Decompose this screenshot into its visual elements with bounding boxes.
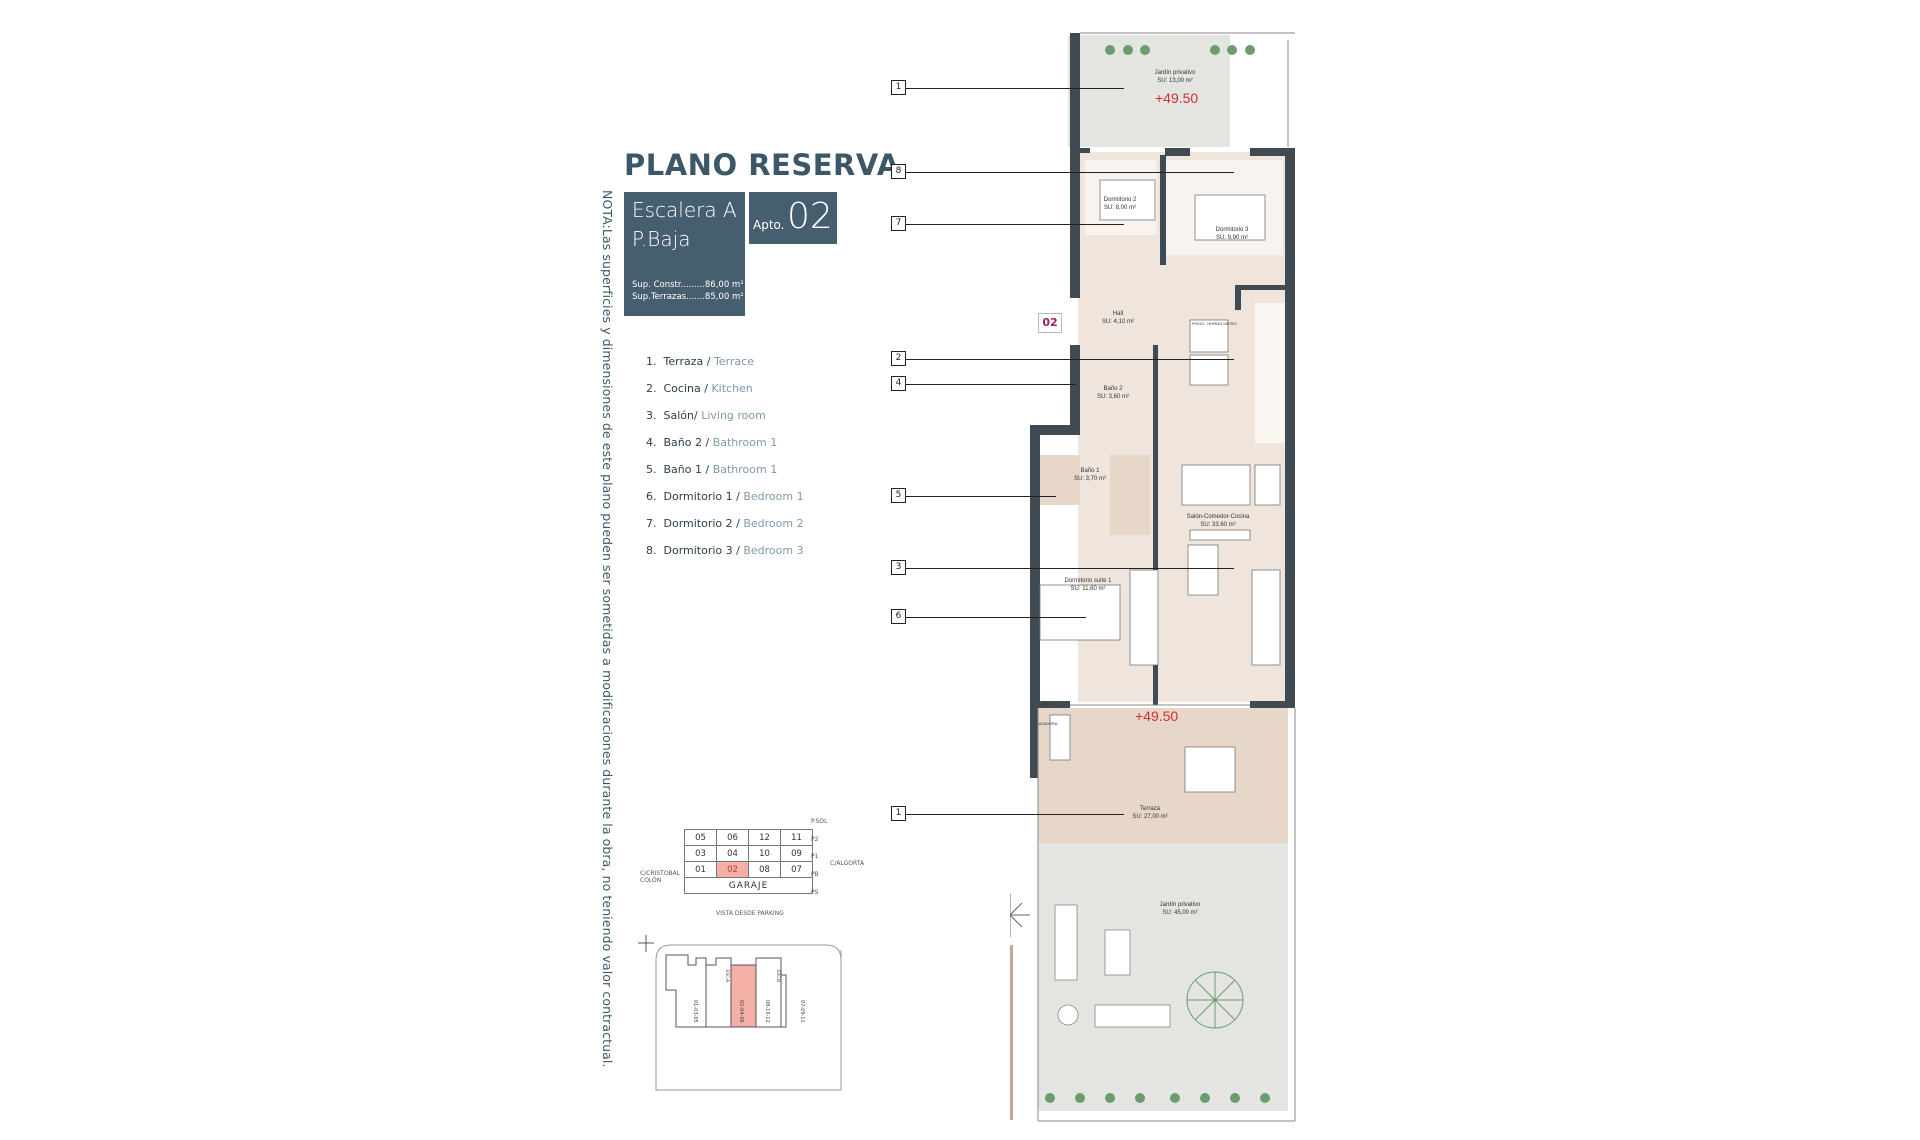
- svg-text:SU: 11,60 m²: SU: 11,60 m²: [1071, 586, 1106, 592]
- apartment-tag: 02: [1038, 313, 1062, 333]
- level-top: +49.50: [1155, 90, 1198, 106]
- garden-bottom: [1038, 843, 1288, 1111]
- svg-text:SU: 8,00 m²: SU: 8,00 m²: [1104, 205, 1136, 211]
- svg-text:SU: 13,00 m²: SU: 13,00 m²: [1157, 78, 1192, 84]
- svg-text:FRIGO: FRIGO: [1192, 321, 1205, 326]
- svg-text:ESC-A: ESC-A: [725, 970, 730, 982]
- callout-5: 5: [891, 488, 906, 503]
- legend-item: 4. Baño 2 / Bathroom 1: [646, 436, 778, 449]
- svg-text:08-10-12: 08-10-12: [764, 1000, 770, 1023]
- fixture-labels: FRIGO HORNO MICRO ACS LAVADORA: [1036, 321, 1236, 726]
- svg-text:Baño 1: Baño 1: [1080, 468, 1100, 474]
- furniture: [1039, 179, 1281, 666]
- callout-6: 6: [891, 609, 906, 624]
- site-plan-key: 01-03-05 02-04-06 08-10-12 07-09-11 ESC-…: [638, 935, 842, 1091]
- legend-item: 7. Dormitorio 2 / Bedroom 2: [646, 517, 804, 530]
- highlighted-unit: 02: [716, 861, 749, 878]
- terrace: [1038, 708, 1288, 843]
- legend-item: 2. Cocina / Kitchen: [646, 382, 753, 395]
- svg-text:02-04-06: 02-04-06: [738, 1000, 744, 1023]
- unit-number: 02: [787, 196, 833, 237]
- page-title: PLANO RESERVA: [624, 148, 900, 182]
- walls: [1030, 148, 1295, 778]
- room-legend: 1. Terraza / Terrace 2. Cocina / Kitchen…: [646, 355, 804, 571]
- staircase-label: Escalera A: [632, 198, 737, 222]
- svg-text:SU: 45,00 m²: SU: 45,00 m²: [1162, 910, 1197, 916]
- svg-text:Jardín privativo: Jardín privativo: [1160, 902, 1201, 908]
- callout-4: 4: [891, 376, 906, 391]
- svg-text:Terraza: Terraza: [1140, 806, 1161, 812]
- svg-text:SU: 3,60 m²: SU: 3,60 m²: [1097, 394, 1129, 400]
- svg-text:SU: 33,60 m²: SU: 33,60 m²: [1200, 522, 1235, 528]
- callout-2: 2: [891, 351, 906, 366]
- garden-shrubs: [1105, 45, 1255, 55]
- floor-label: P.Baja: [632, 227, 691, 251]
- garden-top: [1068, 35, 1230, 147]
- svg-text:HORNO MICRO: HORNO MICRO: [1207, 321, 1236, 326]
- svg-text:Hall: Hall: [1113, 311, 1123, 317]
- north-arrow-icon: [638, 935, 654, 952]
- svg-text:SU: 4,10 m²: SU: 4,10 m²: [1102, 319, 1134, 325]
- garage-label: GARAJE: [684, 877, 813, 894]
- street-left-label: C/CRISTOBAL COLÓN: [640, 870, 681, 884]
- svg-text:ACS: ACS: [1043, 701, 1052, 706]
- svg-text:07-09-11: 07-09-11: [799, 1000, 805, 1023]
- disclaimer-note: NOTA:Las superficies y dimensiones de es…: [600, 190, 615, 1068]
- view-label: VISTA DESDE PARKING: [716, 910, 784, 917]
- callout-8: 8: [891, 164, 906, 179]
- callout-3: 3: [891, 560, 906, 575]
- svg-text:Baño 2: Baño 2: [1103, 386, 1123, 392]
- callout-1: 1: [891, 80, 906, 95]
- svg-text:Dormitorio 2: Dormitorio 2: [1104, 197, 1137, 203]
- terrace-area: Sup.Terrazas.......85,00 m²: [632, 292, 744, 302]
- svg-text:Salón-Comedor-Cocina: Salón-Comedor-Cocina: [1187, 514, 1250, 520]
- unit-prefix: Apto.: [753, 218, 785, 232]
- north-arrow-icon: [1010, 893, 1030, 937]
- staircase-floor-panel: Escalera A P.Baja Sup. Constr.........86…: [624, 192, 745, 316]
- callout-7: 7: [891, 216, 906, 231]
- level-bottom: +49.50: [1135, 708, 1178, 724]
- legend-item: 8. Dormitorio 3 / Bedroom 3: [646, 544, 804, 557]
- legend-item: 5. Baño 1 / Bathroom 1: [646, 463, 778, 476]
- callout-1-terrace: 1: [891, 806, 906, 821]
- unit-panel: Apto. 02: [749, 192, 837, 244]
- svg-text:SU: 27,00 m²: SU: 27,00 m²: [1132, 814, 1167, 820]
- svg-text:Jardín privativo: Jardín privativo: [1155, 70, 1196, 76]
- legend-item: 3. Salón/ Living room: [646, 409, 766, 422]
- svg-text:01-03-05: 01-03-05: [692, 1000, 698, 1023]
- svg-text:ESC-B: ESC-B: [776, 970, 781, 982]
- street-right-label: C/ALGORTA: [830, 860, 865, 867]
- svg-text:LAVADORA: LAVADORA: [1036, 721, 1058, 726]
- svg-text:Dormitorio suite 1: Dormitorio suite 1: [1064, 578, 1112, 584]
- svg-text:SU: 9,90 m²: SU: 9,90 m²: [1216, 235, 1248, 241]
- svg-text:SU: 3,70 m²: SU: 3,70 m²: [1074, 476, 1106, 482]
- built-area: Sup. Constr.........86,00 m²: [632, 280, 744, 290]
- svg-text:Dormitorio 3: Dormitorio 3: [1216, 227, 1249, 233]
- tree-icon: [1186, 971, 1244, 1029]
- legend-item: 1. Terraza / Terrace: [646, 355, 754, 368]
- legend-item: 6. Dormitorio 1 / Bedroom 1: [646, 490, 804, 503]
